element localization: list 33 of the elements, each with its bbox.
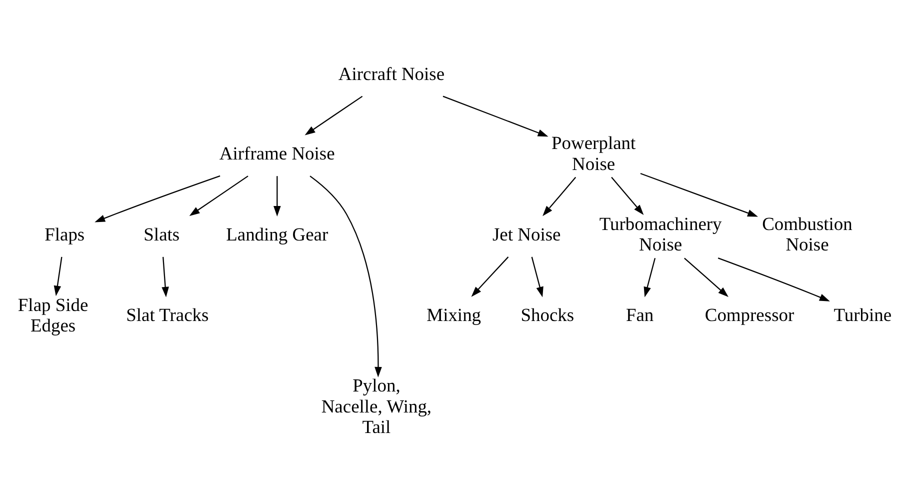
node-text: Airframe Noise	[219, 143, 335, 164]
node-text: Flap Side Edges	[18, 294, 88, 336]
node-text: Turbine	[834, 305, 892, 326]
node-text: Fan	[626, 305, 654, 326]
arrow	[471, 256, 509, 297]
arrow	[640, 172, 758, 217]
arrow	[442, 96, 548, 137]
arrow	[54, 256, 62, 296]
node-text: Turbomachinery Noise	[599, 214, 722, 255]
arrow	[310, 176, 382, 378]
node-text: Flaps	[44, 224, 85, 244]
arrow	[644, 258, 656, 298]
arrow	[684, 258, 728, 298]
node-text: Powerplant Noise	[552, 133, 636, 174]
arrow	[304, 96, 363, 136]
node-text: Slat Tracks	[126, 305, 209, 326]
node-text: Landing Gear	[226, 224, 328, 244]
node-text: Compressor	[704, 305, 794, 326]
arrow	[162, 256, 169, 298]
node-text: Shocks	[520, 305, 574, 326]
node-text: Combustion Noise	[762, 214, 852, 255]
arrow	[611, 176, 644, 216]
node-text: Mixing	[426, 305, 482, 326]
node-text: Pylon, Nacelle, Wing, Tail	[321, 376, 432, 438]
node-text: Aircraft Noise	[338, 64, 445, 84]
arrow	[531, 256, 544, 298]
arrow	[189, 176, 248, 216]
arrow	[542, 176, 576, 216]
arrow	[718, 257, 830, 302]
node-text: Jet Noise	[492, 224, 561, 244]
arrow	[94, 175, 220, 222]
arrow	[274, 176, 281, 216]
node-text: Slats	[144, 224, 180, 244]
